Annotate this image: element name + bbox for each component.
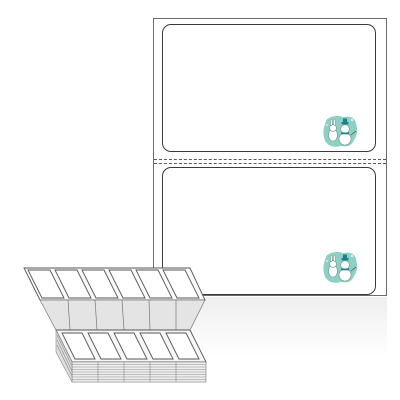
perforation-line	[154, 163, 386, 164]
fanfold-stack-side	[55, 329, 73, 383]
snowman-icon	[338, 254, 357, 282]
fanfold-transition	[39, 299, 206, 331]
winter-art-bottom	[323, 251, 358, 283]
rabbit-icon	[328, 255, 338, 278]
fanfold-stack-top	[55, 329, 207, 363]
perforation-line	[154, 159, 386, 160]
fanfold-top-strip	[23, 267, 206, 301]
rabbit-icon	[328, 119, 338, 142]
snowman-icon	[338, 118, 357, 146]
winter-art-top	[323, 115, 358, 147]
fanfold-stack-edges	[71, 361, 207, 383]
